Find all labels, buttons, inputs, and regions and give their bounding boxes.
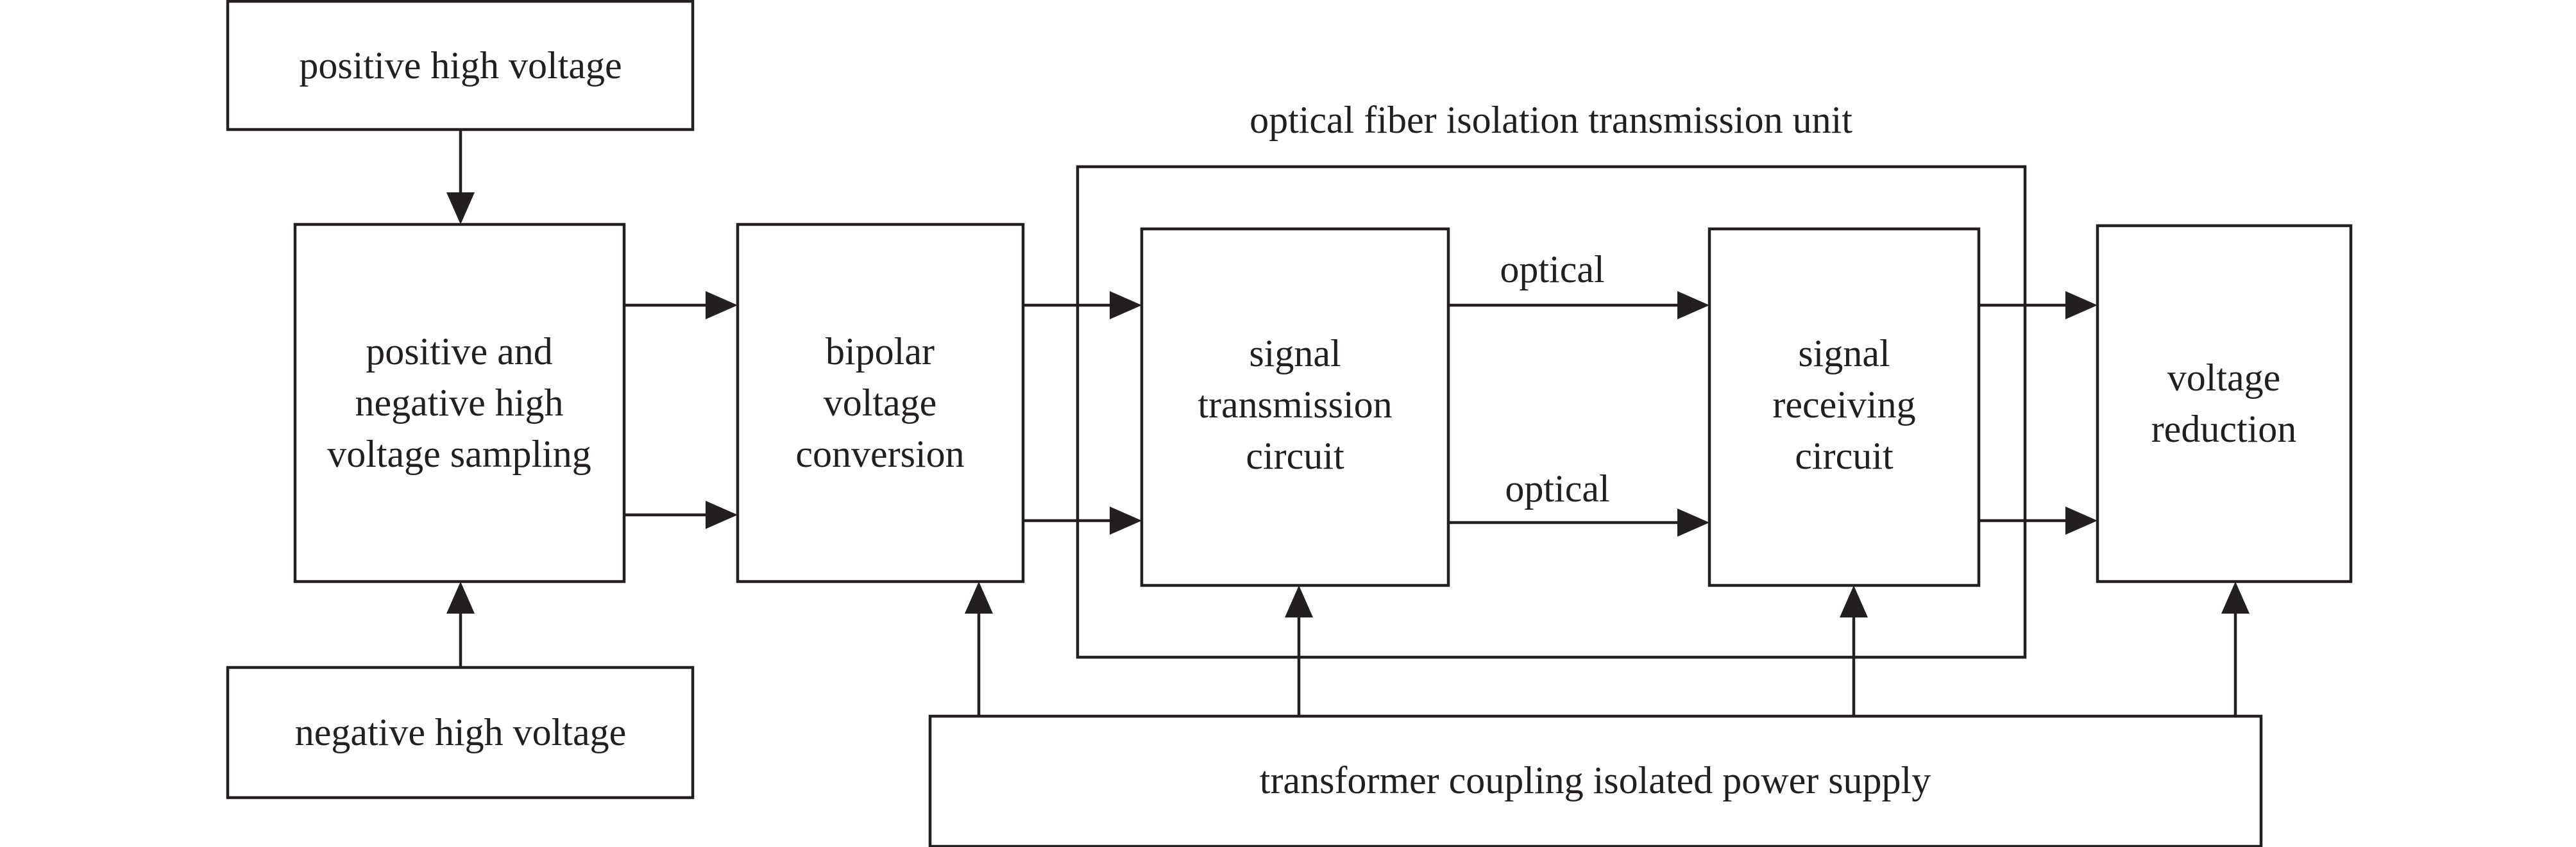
optical-top-label: optical xyxy=(1500,248,1604,290)
reduction-label-line-1: voltage xyxy=(2167,356,2281,399)
voltage-reduction-box xyxy=(2096,224,2353,583)
arrowhead-power-to-reduction xyxy=(2221,582,2250,614)
arrowhead-bipolar-to-transmission-bottom xyxy=(1110,507,1142,535)
signal-transmission-box xyxy=(1140,227,1450,587)
sampling-label-line-2: negative high xyxy=(355,382,564,424)
bipolar-label-line-1: bipolar xyxy=(826,330,935,373)
arrowhead-optical-bottom xyxy=(1677,508,1709,537)
transmission-label-line-2: transmission xyxy=(1198,383,1392,426)
arrowhead-positive-to-sampling xyxy=(446,192,475,224)
receiving-label-line-3: circuit xyxy=(1795,435,1894,477)
arrowhead-power-to-bipolar xyxy=(965,582,993,614)
arrowhead-sampling-to-bipolar-top xyxy=(706,291,738,319)
bipolar-label-line-2: voltage xyxy=(824,382,937,424)
signal-receiving-box xyxy=(1707,227,1981,587)
arrowhead-optical-top xyxy=(1677,291,1709,319)
arrowhead-sampling-to-bipolar-bottom xyxy=(706,501,738,529)
transmission-label-line-1: signal xyxy=(1249,332,1341,374)
positive-high-voltage-label: positive high voltage xyxy=(299,44,622,87)
negative-high-voltage-box xyxy=(226,666,695,800)
transmission-label-line-3: circuit xyxy=(1246,435,1344,477)
bipolar-label-line-3: conversion xyxy=(795,433,964,475)
arrowhead-power-to-transmission xyxy=(1285,585,1313,617)
positive-high-voltage-box xyxy=(226,0,695,131)
sampling-label-line-3: voltage sampling xyxy=(327,433,591,475)
receiving-label-line-2: receiving xyxy=(1772,383,1915,426)
bipolar-conversion-box xyxy=(736,222,1025,583)
arrowhead-negative-to-sampling xyxy=(446,582,475,614)
power-supply-label: transformer coupling isolated power supp… xyxy=(1260,759,1931,801)
sampling-label-line-1: positive and xyxy=(366,330,553,373)
negative-high-voltage-label: negative high voltage xyxy=(295,711,627,753)
optical-bottom-label: optical xyxy=(1505,467,1609,510)
sampling-box xyxy=(293,222,626,583)
arrowhead-receiving-to-reduction-top xyxy=(2065,291,2097,319)
power-supply-box xyxy=(928,714,2263,847)
optical-unit-title: optical fiber isolation transmission uni… xyxy=(1250,99,1852,141)
reduction-label-line-2: reduction xyxy=(2151,408,2297,450)
arrowhead-bipolar-to-transmission-top xyxy=(1110,291,1142,319)
receiving-label-line-1: signal xyxy=(1798,332,1890,374)
arrowhead-receiving-to-reduction-bottom xyxy=(2065,507,2097,535)
arrowhead-power-to-receiving xyxy=(1840,585,1868,617)
